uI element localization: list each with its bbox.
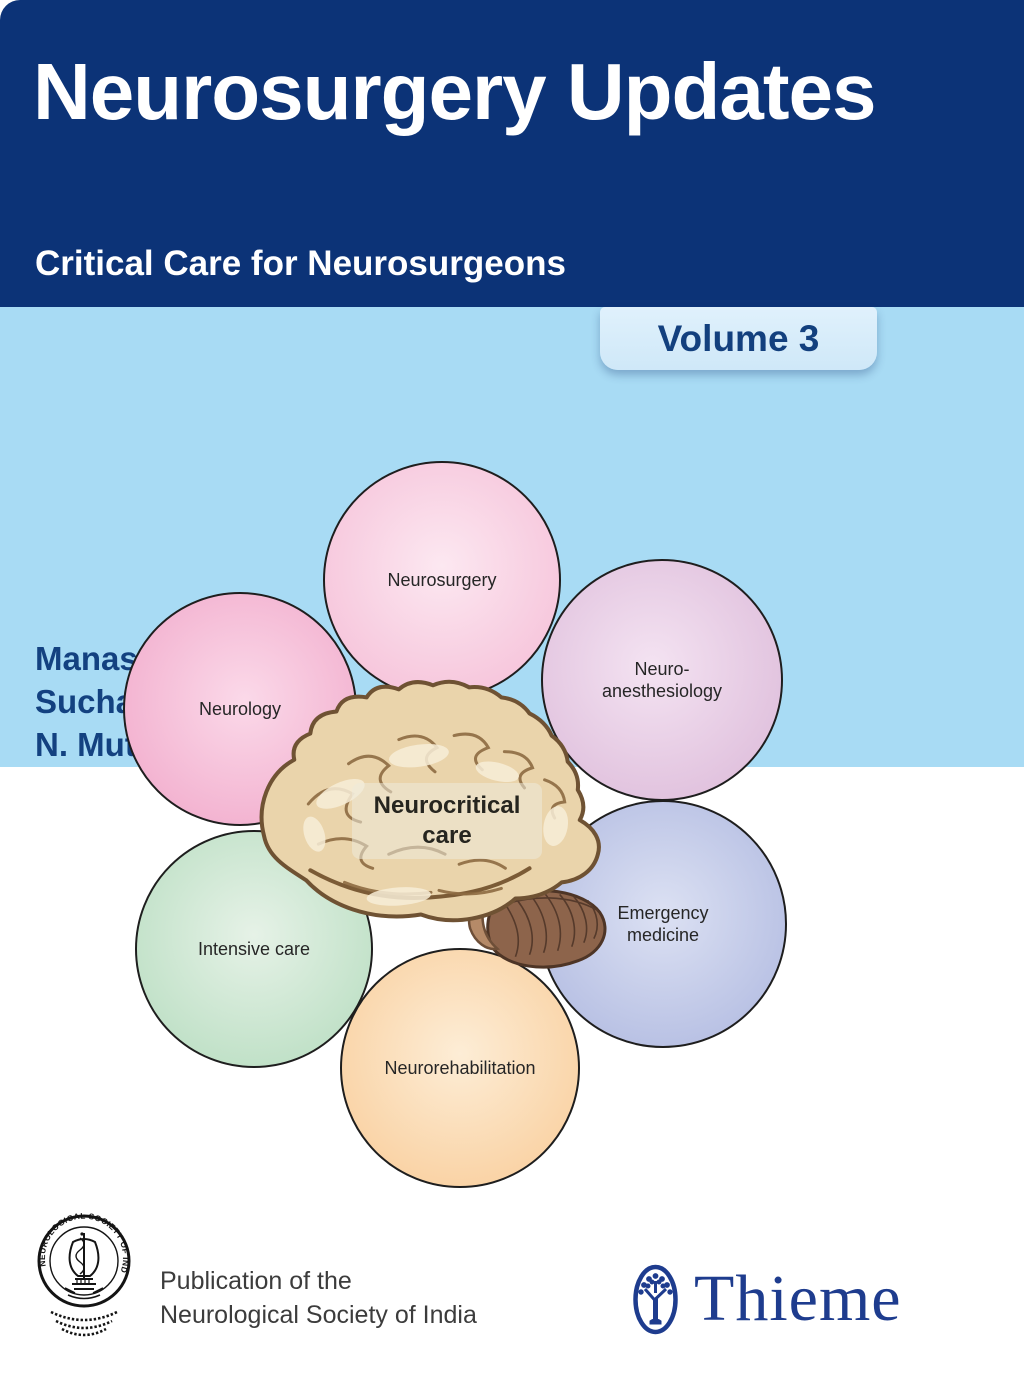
circle-label: Neurosurgery xyxy=(387,570,497,590)
volume-badge: Volume 3 xyxy=(600,307,877,370)
circle-label: Intensive care xyxy=(197,939,311,959)
circle-neurosurgery: Neurosurgery xyxy=(323,461,561,699)
circle-label: Neurorehabilitation xyxy=(384,1058,536,1078)
volume-badge-label: Volume 3 xyxy=(657,317,820,359)
circle-label: Emergency medicine xyxy=(617,903,709,945)
center-label: Neurocritical care xyxy=(352,783,542,859)
thieme-logo: Thieme xyxy=(632,1262,902,1336)
circle-neurorehabilitation: Neurorehabilitation xyxy=(340,948,580,1188)
neurological-society-seal: NEUROLOGICAL SOCIETY OF INDIA xyxy=(35,1212,131,1337)
header-band: Neurosurgery Updates Critical Care for N… xyxy=(0,0,1024,307)
book-subtitle: Critical Care for Neurosurgeons xyxy=(35,244,566,283)
circle-label: Neurology xyxy=(198,699,282,719)
circle-label: Neuro- anesthesiology xyxy=(601,659,723,701)
circle-intensive-care: Intensive care xyxy=(135,830,373,1068)
brain-illustration: Neurocritical care xyxy=(248,643,620,985)
thieme-tree-icon xyxy=(633,1264,678,1334)
publisher-note: Publication of the Neurological Society … xyxy=(160,1267,477,1329)
publisher-name: Thieme xyxy=(694,1262,902,1335)
book-title: Neurosurgery Updates xyxy=(33,47,876,136)
asclepius-urn-icon xyxy=(64,1232,104,1300)
